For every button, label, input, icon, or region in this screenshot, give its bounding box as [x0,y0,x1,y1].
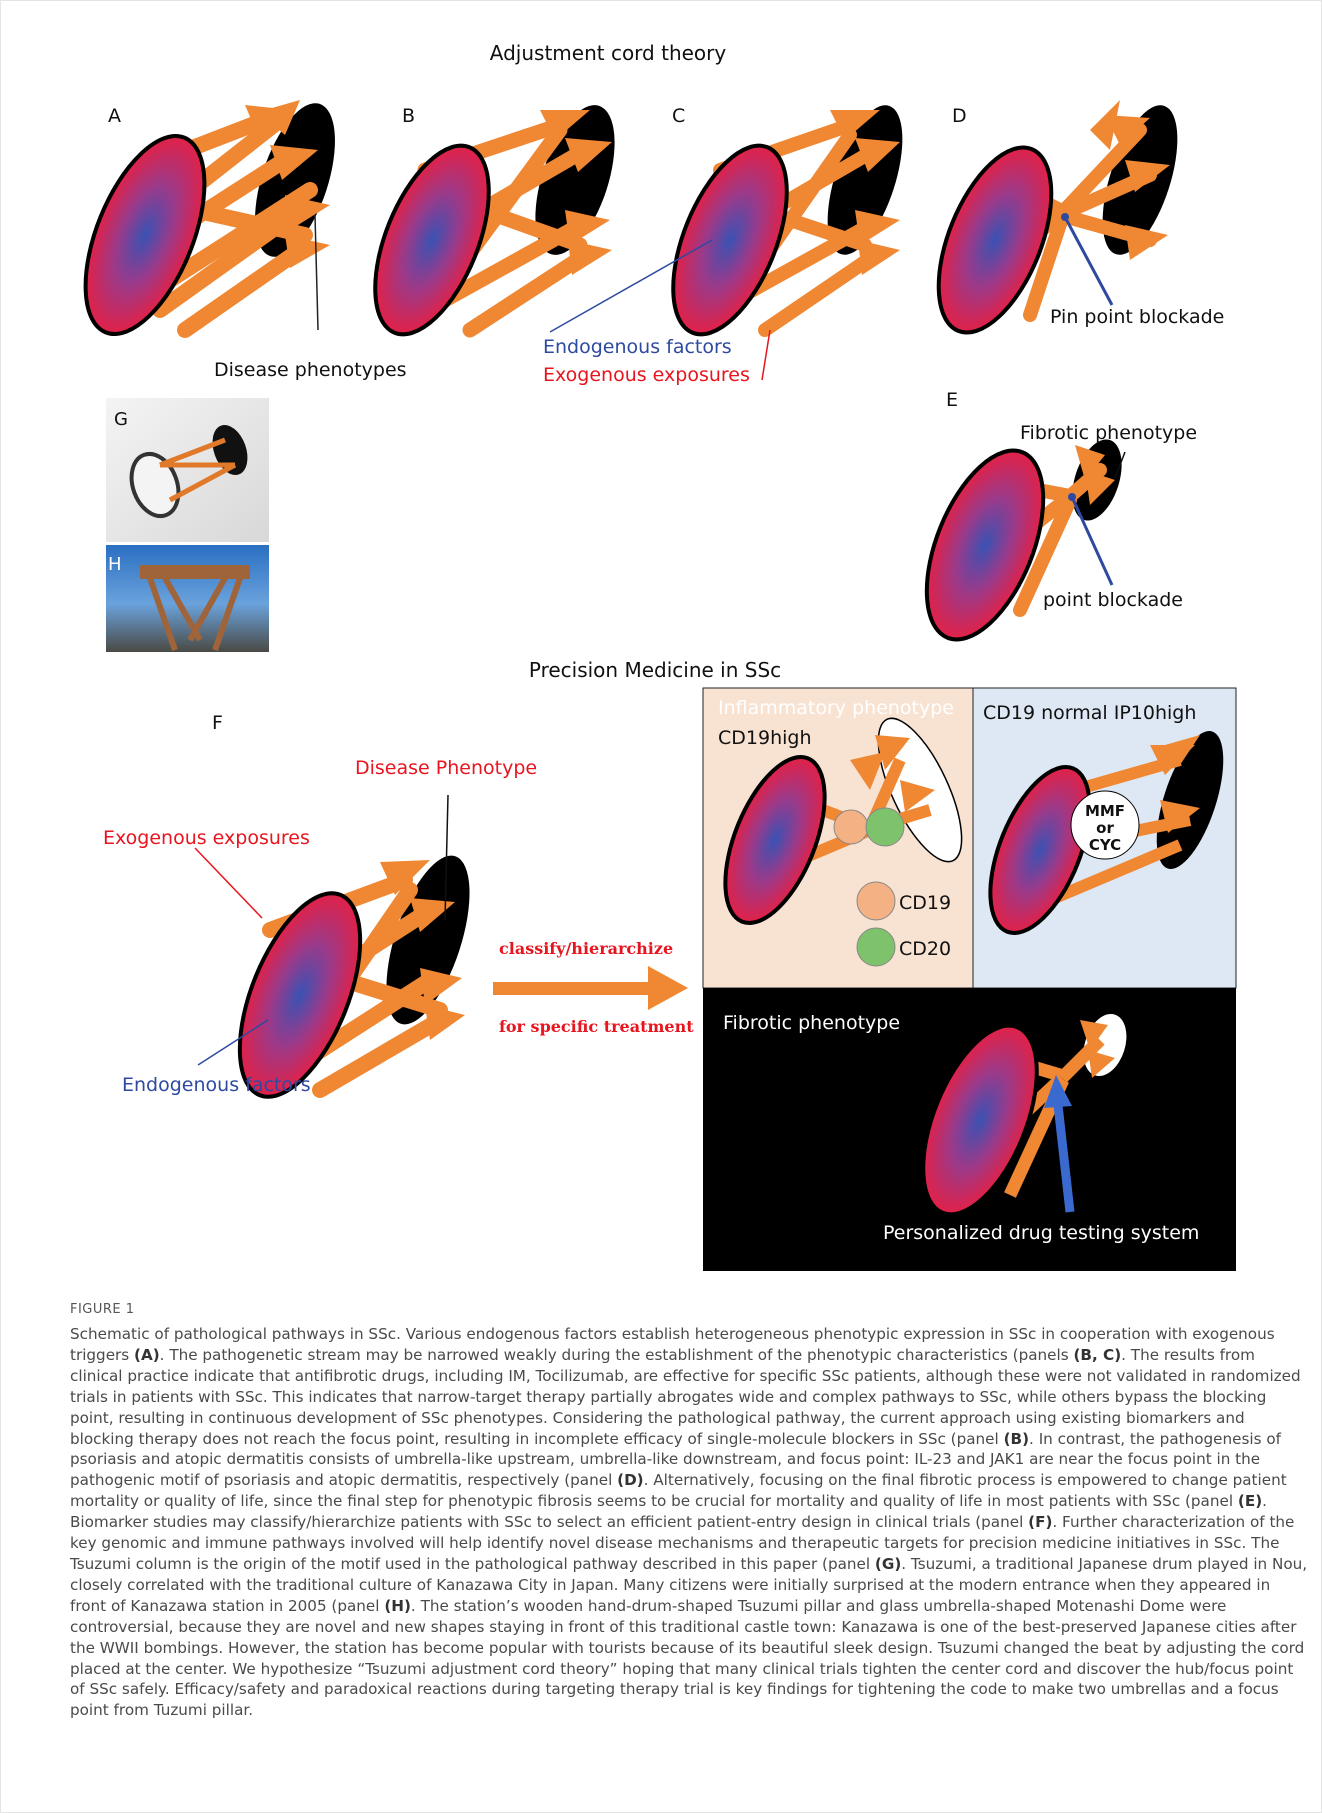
label-disease-phenotypes: Disease phenotypes [214,359,407,381]
drum-b [352,96,631,350]
figure-title-top: Adjustment cord theory [490,41,727,65]
label-inflammatory-phenotype: Inflammatory phenotype [718,697,954,719]
drum-d: Pin point blockade [916,97,1225,349]
drum-a: Disease phenotypes [61,94,406,381]
label-cyc: CYC [1089,836,1121,854]
label-cd19: CD19 [899,892,951,914]
box-cd19-normal: CD19 normal IP10high MMF or CYC [970,688,1237,988]
caption-panel-ref: (F) [1028,1513,1052,1531]
drum-f: Disease Phenotype Exogenous exposures En… [103,757,537,1113]
caption-text-run: . The station’s wooden hand-drum-shaped … [70,1597,1304,1720]
panel-label-e: E [946,389,958,411]
classify-arrow: classify/hierarchize for specific treatm… [493,939,694,1036]
figure-graphic: Adjustment cord theory Precision Medicin… [0,0,1322,1290]
caption-panel-ref: (E) [1238,1492,1262,1510]
caption-panel-ref: (B) [1004,1430,1029,1448]
panel-label-g: G [114,409,128,430]
label-exogenous-exposures-f: Exogenous exposures [103,827,310,849]
label-cd19high: CD19high [718,727,812,749]
label-mmf: MMF [1085,802,1125,820]
caption-panel-ref: (B, C) [1073,1346,1121,1364]
panel-label-d: D [952,105,967,127]
figure-caption: Schematic of pathological pathways in SS… [70,1324,1310,1721]
figure-title-mid: Precision Medicine in SSc [529,658,781,682]
photo-h: H [106,545,269,652]
label-classify: classify/hierarchize [499,939,673,958]
photo-g: G [106,398,269,542]
label-cd19-normal: CD19 normal IP10high [983,702,1196,724]
label-personalized: Personalized drug testing system [883,1222,1199,1244]
caption-panel-ref: (D) [617,1471,644,1489]
panel-label-b: B [402,105,415,127]
drum-e: Fibrotic phenotype point blockade [903,422,1197,656]
label-or: or [1096,819,1114,837]
label-exogenous-exposures-c: Exogenous exposures [543,364,750,386]
caption-text-run: . The pathogenetic stream may be narrowe… [160,1346,1074,1364]
box-inflammatory: Inflammatory phenotype CD19high CD19 CD2… [703,688,978,988]
box-fibrotic: Fibrotic phenotype Personalized drug tes… [703,988,1236,1271]
label-fibrotic-phenotype-e: Fibrotic phenotype [1020,422,1197,444]
label-point-blockade: point blockade [1043,589,1183,611]
caption-panel-ref: (A) [134,1346,160,1364]
label-for-specific: for specific treatment [499,1017,694,1036]
figure-caption-label: FIGURE 1 [70,1302,135,1317]
caption-panel-ref: (H) [384,1597,411,1615]
label-endogenous-factors-f: Endogenous factors [122,1074,311,1096]
panel-label-f: F [212,712,223,734]
panel-label-a: A [108,105,121,127]
panel-label-c: C [672,105,685,127]
label-disease-phenotype-f: Disease Phenotype [355,757,537,779]
label-cd20: CD20 [899,938,951,960]
label-endogenous-factors-c: Endogenous factors [543,336,732,358]
label-fibrotic-phenotype-box: Fibrotic phenotype [723,1012,900,1034]
label-pin-point-blockade: Pin point blockade [1050,306,1224,328]
caption-panel-ref: (G) [875,1555,901,1573]
panel-label-h: H [108,554,122,575]
